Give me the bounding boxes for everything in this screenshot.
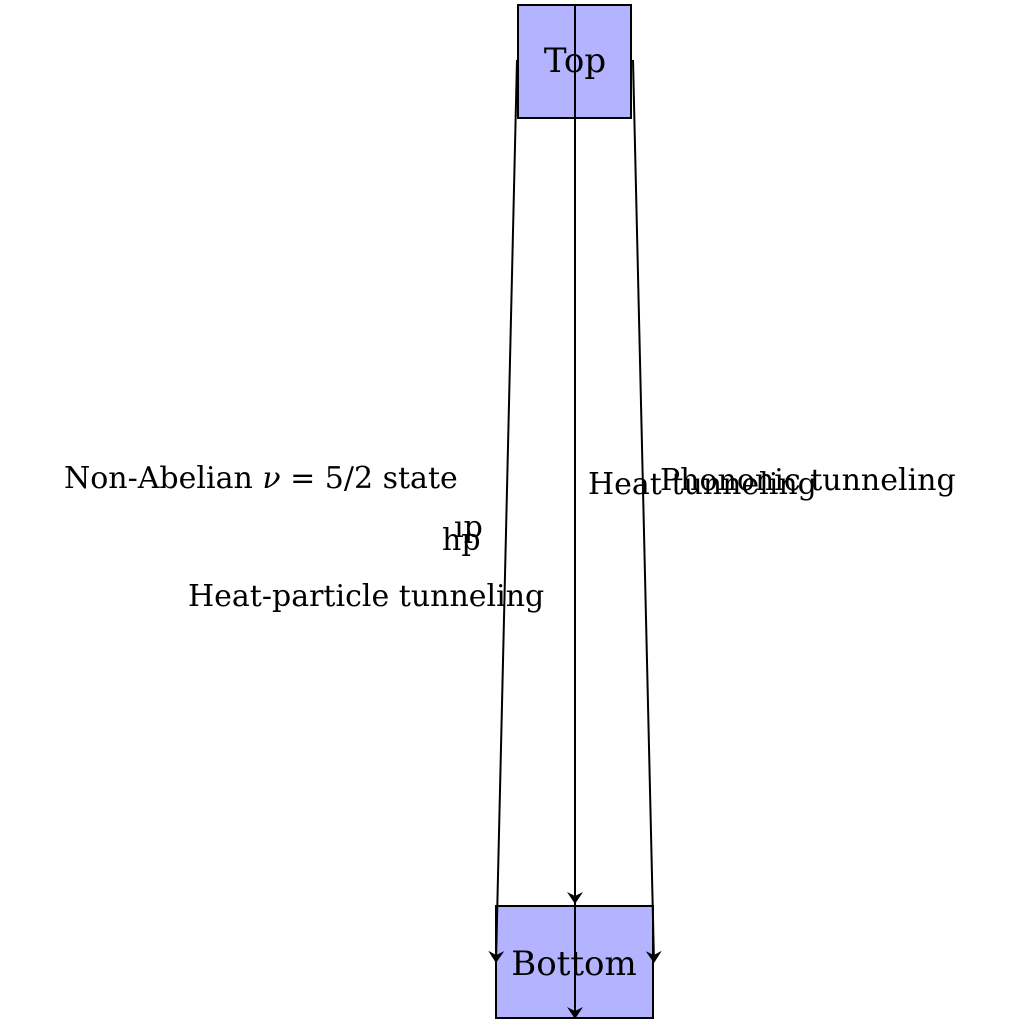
left-edge-marker: ıp xyxy=(454,510,483,545)
left-edge-label: Heat-particle tunneling xyxy=(188,579,544,614)
left-edge xyxy=(488,59,518,963)
right-edge-label: Phononic tunneling xyxy=(660,463,956,498)
center-edge-label: Heat tunneling xyxy=(588,467,817,502)
right-edge xyxy=(632,59,662,963)
state-annotation: Non-Abelian ν = 5/2 state xyxy=(64,461,458,496)
left-edge-sub-label: hp xyxy=(442,523,481,558)
